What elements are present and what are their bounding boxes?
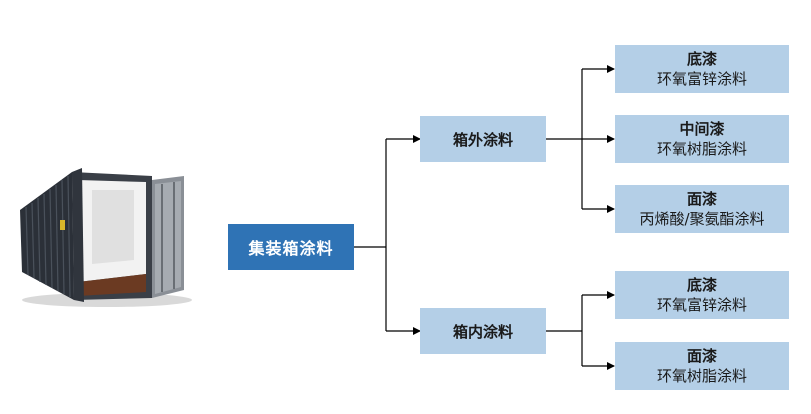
leaf-node: 中间漆 环氧树脂涂料 xyxy=(615,115,789,163)
leaf-title: 底漆 xyxy=(686,276,717,294)
door-lock-bars xyxy=(161,182,175,292)
leaf-title: 面漆 xyxy=(686,347,717,365)
leaf-title: 中间漆 xyxy=(679,120,725,138)
shipping-container-image xyxy=(20,168,192,307)
leaf-node: 底漆 环氧富锌涂料 xyxy=(615,45,789,93)
leaf-node: 面漆 丙烯酸/聚氨酯涂料 xyxy=(615,185,789,233)
leaf-title: 面漆 xyxy=(686,190,717,208)
leaf-node: 面漆 环氧树脂涂料 xyxy=(615,342,789,390)
branch-label: 箱外涂料 xyxy=(452,130,513,149)
leaf-title: 底漆 xyxy=(686,50,717,68)
leaf-node: 底漆 环氧富锌涂料 xyxy=(615,271,789,319)
leaf-text: 环氧树脂涂料 xyxy=(656,140,747,158)
container-floor xyxy=(78,274,146,296)
leaf-text: 环氧树脂涂料 xyxy=(656,367,747,385)
container-ribs xyxy=(25,175,71,298)
warning-label xyxy=(60,220,65,230)
leaf-text: 环氧富锌涂料 xyxy=(656,70,747,88)
branch-node-inner: 箱内涂料 xyxy=(420,308,546,354)
branch-node-outer: 箱外涂料 xyxy=(420,116,546,162)
container-interior-wall xyxy=(92,190,134,264)
branch-label: 箱内涂料 xyxy=(452,322,513,341)
root-node: 集装箱涂料 xyxy=(228,224,354,270)
leaf-text: 丙烯酸/聚氨酯涂料 xyxy=(639,210,765,228)
container-left-door xyxy=(72,168,84,302)
root-label: 集装箱涂料 xyxy=(248,239,334,258)
leaf-text: 环氧富锌涂料 xyxy=(656,296,747,314)
